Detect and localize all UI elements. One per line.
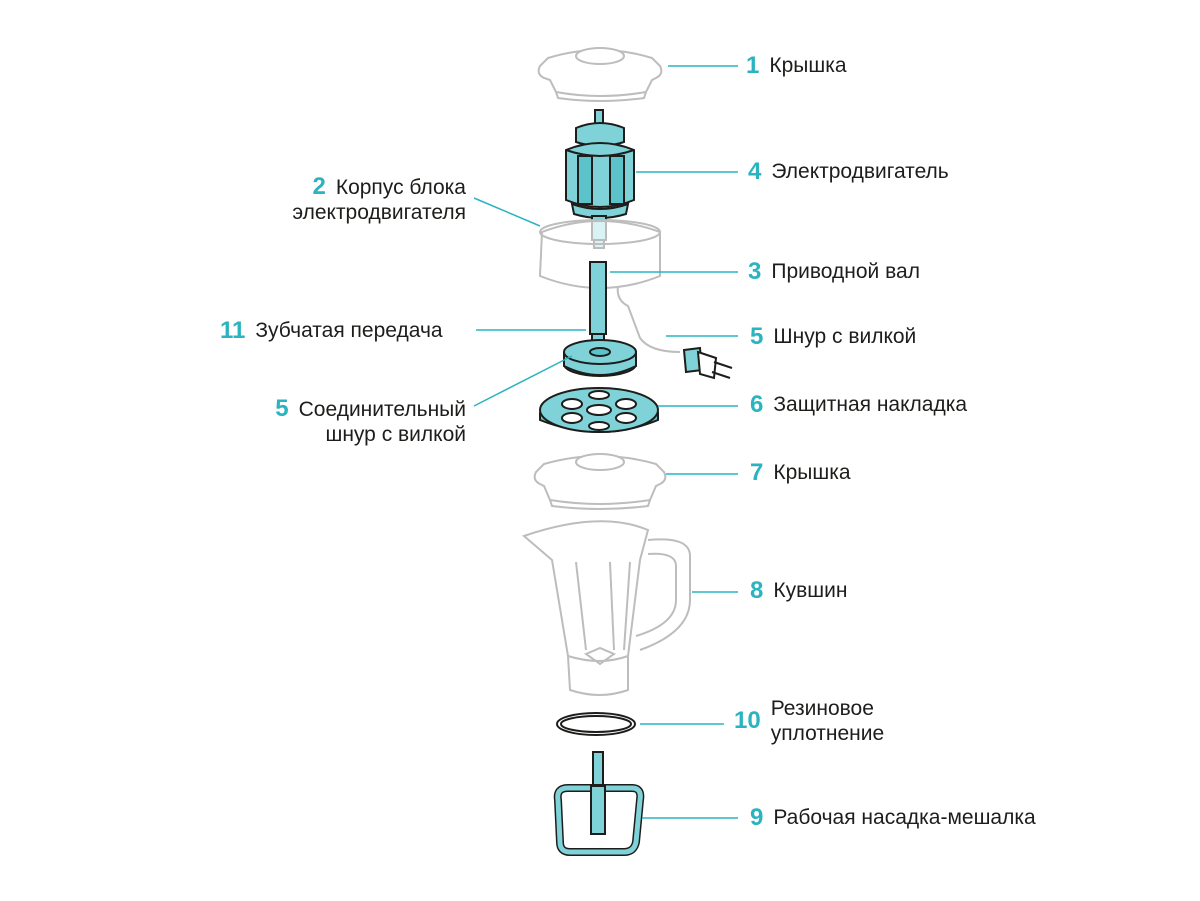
label-text-line2: электродвигателя: [292, 201, 466, 224]
label-number: 9: [750, 804, 764, 831]
jug-part: [522, 520, 691, 696]
label-number: 5: [275, 395, 289, 422]
leader-line-2: [473, 197, 541, 227]
label-number: 10: [734, 707, 761, 734]
label-connecting-cord: 5 Соединительный шнур с вилкой: [248, 396, 466, 447]
leader-lines: [473, 65, 738, 819]
label-text: Шнур с вилкой: [773, 325, 917, 348]
label-number: 3: [748, 258, 762, 285]
lid-top-part: [537, 47, 663, 102]
label-number: 8: [750, 577, 764, 604]
label-motor: 4 Электродвигатель: [748, 159, 949, 185]
jug-lid-part: [533, 453, 667, 510]
stirring-attachment-part: [553, 751, 645, 856]
label-number: 6: [750, 391, 764, 418]
label-text-line1: Резиновое: [770, 697, 874, 720]
power-plug-part: [682, 346, 733, 380]
motor-housing-part: [538, 219, 681, 353]
label-text-line1: Соединительный: [298, 398, 466, 421]
label-text-line2: шнур с вилкой: [325, 423, 466, 446]
label-stirring-attachment: 9 Рабочая насадка-мешалка: [750, 805, 1036, 831]
label-number: 4: [748, 158, 762, 185]
label-text: Крышка: [769, 54, 847, 77]
label-text: Зубчатая передача: [255, 319, 443, 342]
label-text: Крышка: [773, 461, 851, 484]
label-text: Кувшин: [773, 579, 848, 602]
label-text-line2: уплотнение: [770, 722, 885, 745]
label-text-line1: Корпус блока: [335, 176, 466, 199]
label-number: 11: [220, 317, 246, 344]
protective-cover-part: [539, 387, 659, 433]
label-motor-housing: 2 Корпус блока электродвигателя: [262, 174, 466, 225]
label-number: 1: [746, 52, 760, 79]
label-lid-top: 1 Крышка: [746, 53, 847, 79]
label-number: 5: [750, 323, 764, 350]
label-number: 2: [312, 173, 326, 200]
label-gear: 11 Зубчатая передача: [220, 318, 443, 344]
label-jug-lid: 7 Крышка: [750, 460, 851, 486]
label-text: Приводной вал: [771, 260, 920, 283]
label-number: 7: [750, 459, 764, 486]
drive-shaft-part: [589, 261, 607, 349]
leader-line-5-left: [473, 355, 573, 407]
label-drive-shaft: 3 Приводной вал: [748, 259, 920, 285]
label-jug: 8 Кувшин: [750, 578, 847, 604]
label-text: Защитная накладка: [773, 393, 968, 416]
label-text: Электродвигатель: [771, 160, 949, 183]
label-protective-cover: 6 Защитная накладка: [750, 392, 967, 418]
gear-part: [563, 339, 637, 377]
label-power-cord: 5 Шнур с вилкой: [750, 324, 916, 350]
label-text: Рабочая насадка-мешалка: [773, 806, 1036, 829]
rubber-seal-part: [556, 712, 636, 736]
